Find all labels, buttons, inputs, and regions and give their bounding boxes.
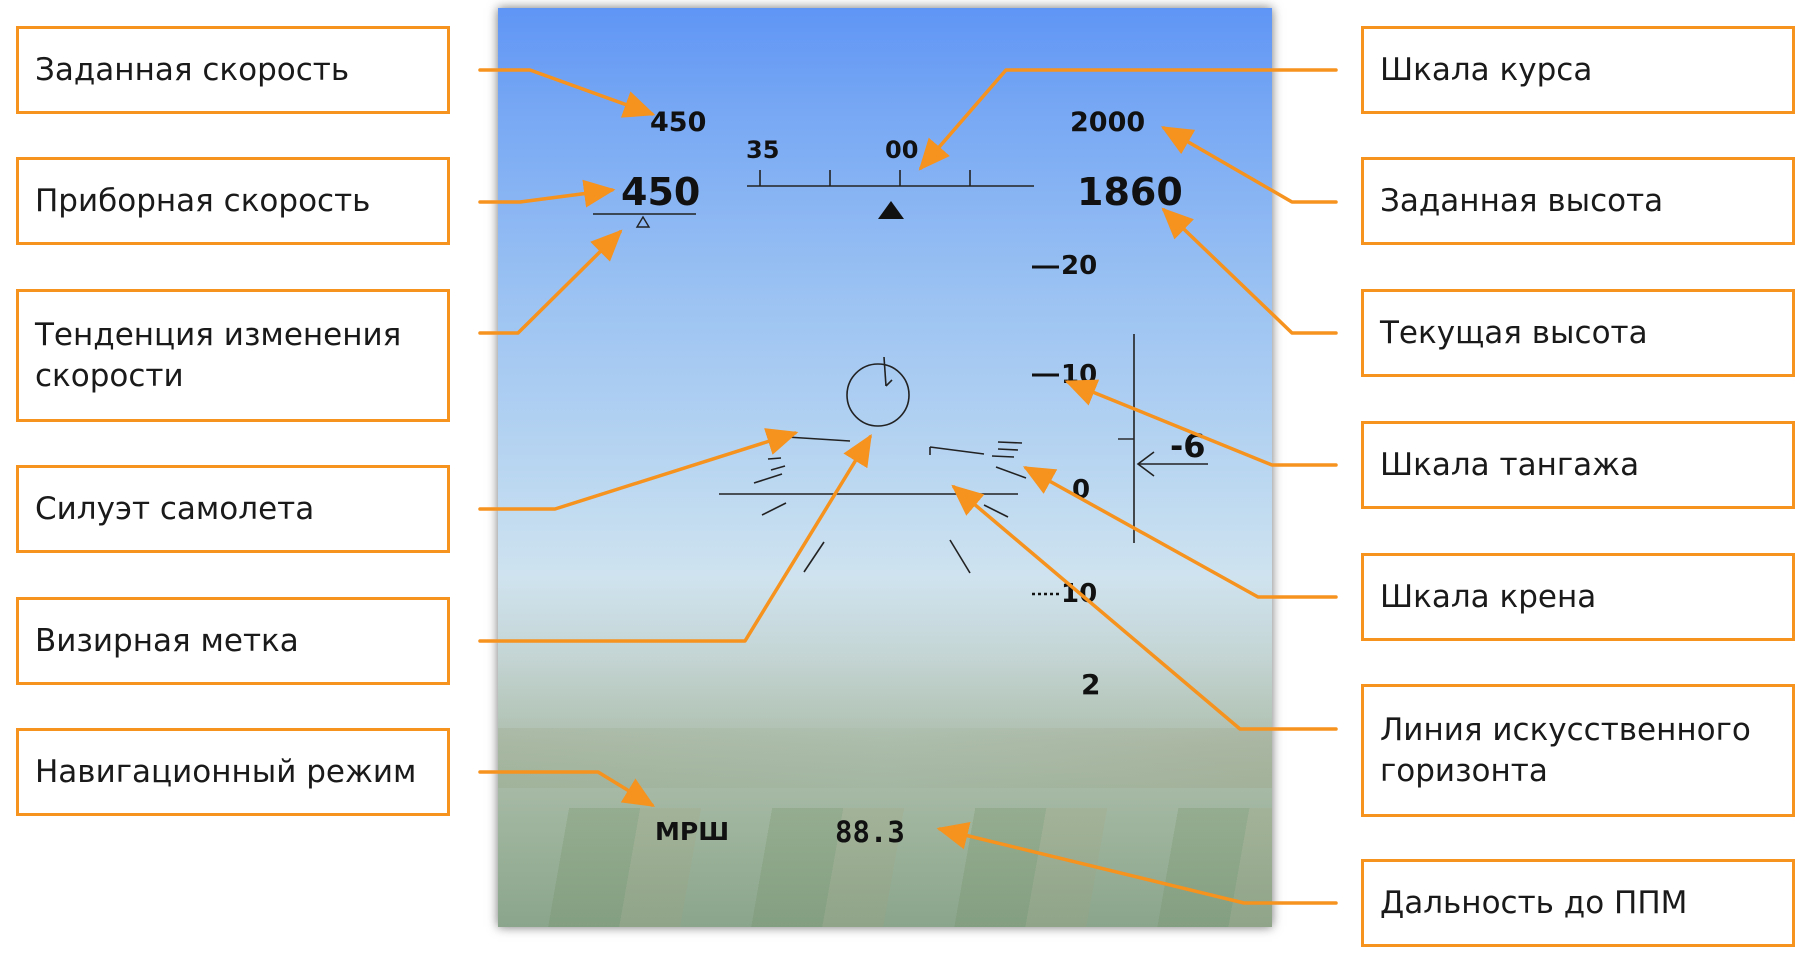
hud-digit-2: 2 [1081,668,1101,701]
callout-horizon-line: Линия искусственного горизонта [1361,684,1795,817]
aiming-mark [846,363,910,427]
pitch-label-0: 0 [1072,475,1091,505]
heading-scale [747,170,1034,187]
callout-speed-trend: Тенденция изменения скорости [16,289,450,422]
pitch-label-20: 20 [1061,251,1098,281]
heading-label-00: 00 [885,136,919,164]
indicated-speed-value: 450 [621,170,701,214]
heading-index-triangle [878,201,904,219]
roll-scale [753,457,1027,574]
callout-roll-scale: Шкала крена [1361,553,1795,641]
callout-aircraft-silhouette: Силуэт самолета [16,465,450,553]
hud-display: 450 450 35 00 2000 1860 20 10 0 10 -6 2 … [498,8,1272,927]
callout-indicated-speed: Приборная скорость [16,157,450,245]
nav-mode-indicator: МРШ [655,817,730,846]
callout-aiming-mark: Визирная метка [16,597,450,685]
callout-pitch-scale: Шкала тангажа [1361,421,1795,509]
callout-nav-mode: Навигационный режим [16,728,450,816]
pitch-label-minus10: 10 [1061,579,1098,609]
pitch-label-10: 10 [1061,360,1098,390]
callout-heading-scale: Шкала курса [1361,26,1795,114]
callout-set-speed: Заданная скорость [16,26,450,114]
heading-label-35: 35 [746,136,780,164]
callout-current-altitude: Текущая высота [1361,289,1795,377]
callout-set-altitude: Заданная высота [1361,157,1795,245]
vertical-speed-value: -6 [1170,427,1206,465]
aircraft-silhouette [770,435,1023,458]
set-altitude-value: 2000 [1070,107,1146,138]
speed-trend-marker [635,215,651,228]
callout-distance-to-waypoint: Дальность до ППМ [1361,859,1795,947]
waypoint-distance-value: 88.3 [835,815,905,849]
set-speed-value: 450 [650,107,707,138]
current-altitude-value: 1860 [1077,170,1183,214]
